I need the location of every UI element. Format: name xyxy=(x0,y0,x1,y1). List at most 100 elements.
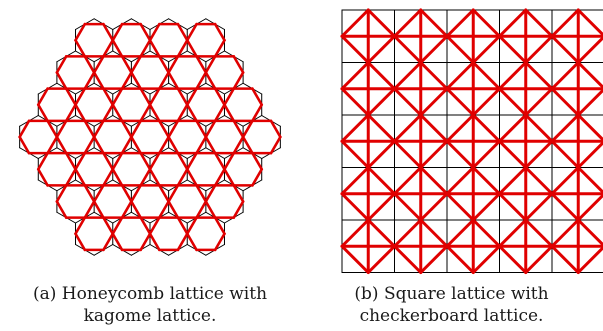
kagome-edge xyxy=(204,135,217,155)
kagome-edge xyxy=(120,55,133,74)
kagome-edge xyxy=(111,22,124,42)
kagome-edge xyxy=(185,103,198,123)
checkerboard-diagonal xyxy=(550,34,580,64)
checkerboard-diagonal xyxy=(576,35,603,64)
checkerboard-diagonal xyxy=(340,139,370,169)
kagome-edge xyxy=(36,103,49,123)
checkerboard-diagonal xyxy=(576,88,603,117)
checkerboard-diagonal xyxy=(498,113,528,143)
kagome-edge xyxy=(148,167,161,187)
kagome-edge xyxy=(74,87,87,107)
kagome-edge xyxy=(195,135,208,155)
checkerboard-diagonal xyxy=(340,61,370,91)
checkerboard-diagonal xyxy=(498,87,528,117)
caption-b: (b) Square lattice with checkerboard lat… xyxy=(300,283,603,327)
checkerboard-diagonal xyxy=(419,8,449,38)
checkerboard-diagonal xyxy=(366,113,396,143)
kagome-edge xyxy=(36,167,49,187)
kagome-edge xyxy=(120,135,133,155)
checkerboard-diagonal xyxy=(366,192,396,222)
kagome-edge xyxy=(130,119,142,139)
kagome-edge xyxy=(102,216,115,236)
kagome-edge xyxy=(213,216,226,236)
checkerboard-diagonal xyxy=(445,8,475,38)
kagome-edge xyxy=(130,184,142,203)
checkerboard-diagonal xyxy=(550,113,580,143)
checkerboard-diagonal xyxy=(393,34,423,64)
checkerboard-diagonal xyxy=(445,113,475,143)
kagome-edge xyxy=(195,55,208,74)
kagome-edge xyxy=(223,151,236,171)
kagome-edge xyxy=(83,71,96,90)
kagome-edge xyxy=(213,87,226,107)
checkerboard-diagonal xyxy=(419,61,449,91)
kagome-edge xyxy=(223,103,236,123)
kagome-edge xyxy=(232,71,245,90)
kagome-edge xyxy=(83,135,96,155)
checkerboard-diagonal xyxy=(524,244,554,274)
checkerboard-diagonal xyxy=(366,244,396,274)
checkerboard-diagonal xyxy=(445,61,475,91)
kagome-edge xyxy=(139,232,152,252)
checkerboard-diagonal xyxy=(550,8,580,38)
kagome-edge xyxy=(139,38,152,58)
kagome-edge xyxy=(185,38,198,58)
kagome-edge xyxy=(185,216,198,236)
kagome-edge xyxy=(130,71,142,90)
checkerboard-diagonal xyxy=(445,192,475,222)
kagome-edge xyxy=(92,55,105,74)
kagome-edge xyxy=(232,135,245,155)
kagome-edge xyxy=(167,119,180,139)
kagome-edge xyxy=(251,87,264,107)
checkerboard-diagonal xyxy=(498,218,528,248)
kagome-edge xyxy=(139,151,152,171)
kagome-edge xyxy=(176,151,189,171)
kagome-edge xyxy=(111,167,124,187)
checkerboard-diagonal xyxy=(445,244,475,274)
kagome-edge xyxy=(158,135,170,155)
kagome-edge xyxy=(148,232,161,252)
checkerboard-diagonal xyxy=(576,113,603,142)
kagome-edge xyxy=(139,167,152,187)
checkerboard-diagonal xyxy=(366,61,396,91)
kagome-edge xyxy=(102,22,115,42)
kagome-edge xyxy=(195,71,208,90)
kagome-edge xyxy=(130,55,142,74)
kagome-edge xyxy=(251,151,264,171)
kagome-edge xyxy=(111,87,124,107)
checkerboard-diagonal xyxy=(393,61,423,91)
kagome-edge xyxy=(55,200,68,219)
checkerboard-diagonal xyxy=(471,87,501,117)
checkerboard-diagonal xyxy=(524,139,554,169)
kagome-edge xyxy=(167,200,180,219)
kagome-edge xyxy=(120,200,133,219)
checkerboard-diagonal xyxy=(524,218,554,248)
checkerboard-diagonal xyxy=(419,244,449,274)
kagome-edge xyxy=(92,135,105,155)
square-checkerboard-diagram xyxy=(340,8,603,274)
checkerboard-diagonal xyxy=(524,87,554,117)
kagome-edge xyxy=(167,71,180,90)
checkerboard-diagonal xyxy=(393,113,423,143)
kagome-edge xyxy=(204,119,217,139)
checkerboard-diagonal xyxy=(366,139,396,169)
checkerboard-diagonal xyxy=(366,87,396,117)
checkerboard-diagonal xyxy=(550,244,580,274)
kagome-edge xyxy=(74,38,87,58)
checkerboard-diagonal xyxy=(471,113,501,143)
checkerboard-diagonal xyxy=(498,192,528,222)
checkerboard-diagonal xyxy=(419,87,449,117)
checkerboard-diagonal xyxy=(366,218,396,248)
panel-honeycomb: (a) Honeycomb lattice with kagome lattic… xyxy=(0,0,300,331)
kagome-edge xyxy=(102,38,115,58)
kagome-edge xyxy=(232,184,245,203)
kagome-edge xyxy=(148,216,161,236)
checkerboard-diagonal xyxy=(445,87,475,117)
checkerboard-diagonal xyxy=(576,245,603,274)
kagome-edge xyxy=(74,167,87,187)
checkerboard-diagonal xyxy=(471,139,501,169)
kagome-edge xyxy=(55,135,68,155)
caption-b-line1: (b) Square lattice with xyxy=(354,284,549,304)
kagome-edge xyxy=(195,200,208,219)
checkerboard-diagonal xyxy=(550,61,580,91)
